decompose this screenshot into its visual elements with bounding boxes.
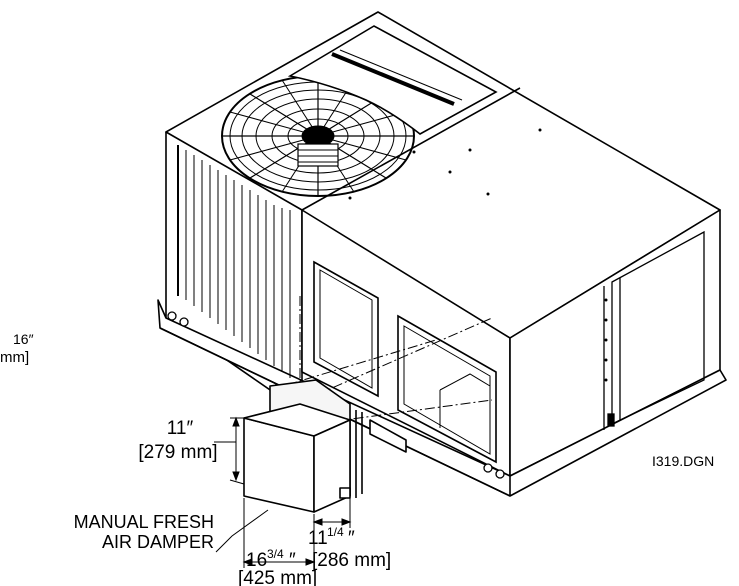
depth-dimension-fraction: 1/4: [327, 525, 344, 539]
fresh-air-damper: [243, 379, 407, 513]
depth-dimension: 11 1/4 ″ [286 mm]: [308, 525, 391, 571]
width-dimension-whole: 16: [246, 550, 267, 571]
supply-air-opening: [397, 314, 497, 464]
cut-off-dimension-top: 16″: [13, 331, 34, 347]
height-dimension-mm: [279 mm]: [138, 442, 217, 463]
top-access-panel: [287, 25, 498, 135]
height-dimension-inches: 11″: [167, 418, 194, 439]
cut-off-dimension-bottom: mm]: [0, 349, 29, 366]
drawing-id-label: I319.DGN: [652, 453, 714, 469]
depth-dimension-mark: ″: [348, 528, 355, 549]
depth-dimension-whole: 11: [308, 528, 328, 549]
lifting-holes: [167, 311, 505, 479]
return-air-opening: [313, 260, 379, 398]
condenser-fan: [221, 75, 415, 197]
panel-latches: [604, 298, 608, 382]
dimension-lines: [214, 416, 352, 568]
width-dimension-fraction: 3/4: [267, 547, 284, 561]
width-dimension-mark: ″: [289, 550, 296, 571]
damper-label-line1: MANUAL FRESH: [74, 512, 214, 532]
fastener-dots: [348, 128, 542, 200]
damper-label-line2: AIR DAMPER: [102, 532, 214, 552]
width-dimension: 16 3/4 ″ [425 mm]: [238, 547, 317, 586]
condenser-coil: [177, 145, 291, 378]
depth-dimension-mm: [286 mm]: [312, 550, 391, 571]
right-access-panels: [603, 230, 705, 430]
width-dimension-mm: [425 mm]: [238, 568, 317, 586]
